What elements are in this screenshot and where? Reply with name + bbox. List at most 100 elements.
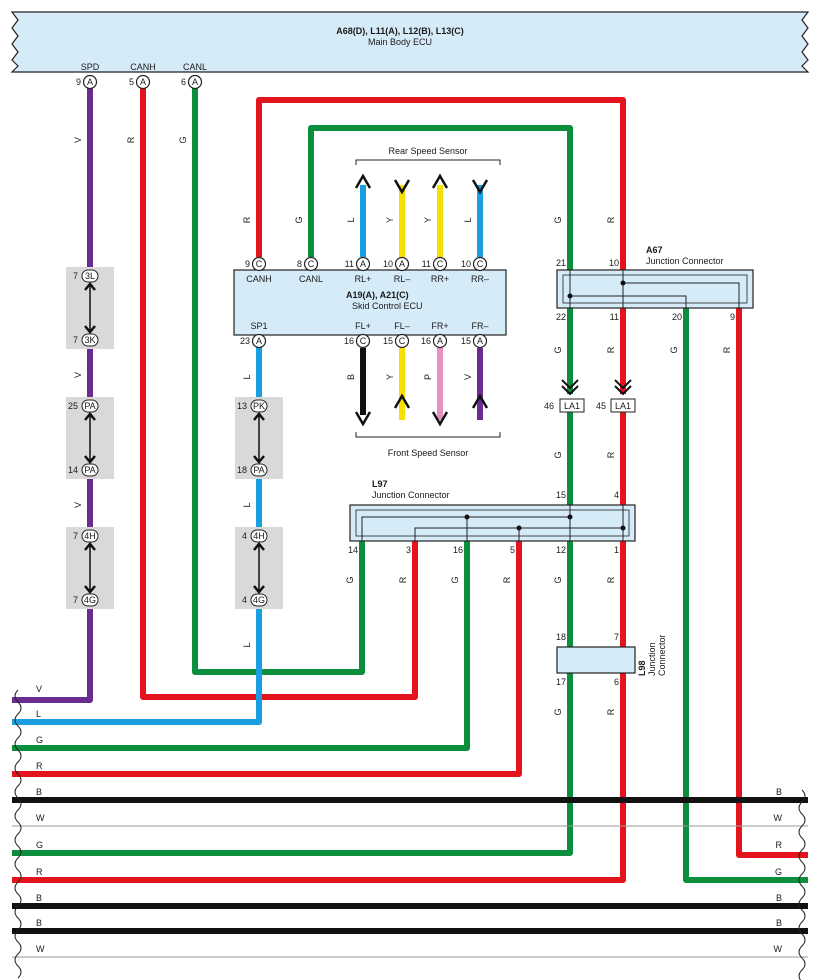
skid-bottom-pin-num: 15 bbox=[461, 336, 471, 346]
main-ecu-pin-num: 6 bbox=[181, 77, 186, 87]
skid-ecu-subtitle: Skid Control ECU bbox=[352, 301, 423, 311]
main-ecu-pin-circle bbox=[187, 74, 203, 90]
skid-top-pin-num: 10 bbox=[461, 259, 471, 269]
wire-red-skid-canh bbox=[256, 97, 626, 270]
wire-color-code: G bbox=[553, 576, 563, 583]
bus-label-right: B bbox=[776, 918, 782, 928]
a67-bottom-pin: 11 bbox=[610, 312, 619, 322]
skid-bottom-pin-conn: C bbox=[360, 336, 367, 346]
chevron-up-icon bbox=[84, 412, 96, 421]
skid-bottom-pin-circle bbox=[472, 333, 488, 349]
skid-bottom-pin-num: 16 bbox=[344, 336, 354, 346]
front-sensor-bracket: Front Speed Sensor bbox=[355, 432, 501, 458]
chevron-down-icon bbox=[253, 455, 265, 464]
skid-bottom-pin-conn: C bbox=[399, 336, 406, 346]
wire-color-code: P bbox=[423, 374, 433, 380]
inline-mid-pin-shape bbox=[250, 529, 268, 543]
chevron-down-icon bbox=[84, 455, 96, 464]
bus-label-left: G bbox=[36, 735, 43, 745]
wire-color-code: G bbox=[669, 346, 679, 353]
skid-bottom-pin-num: 16 bbox=[421, 336, 431, 346]
main-ecu-pin-conn: A bbox=[192, 77, 198, 87]
a67-bottom-pin: 9 bbox=[730, 312, 735, 322]
wire-blue-sp1 bbox=[12, 345, 262, 725]
wire-color-code: G bbox=[553, 708, 563, 715]
skid-top-pin-conn: A bbox=[360, 259, 366, 269]
l97-bottom-pin: 12 bbox=[556, 545, 566, 555]
main-ecu-pin-conn: A bbox=[87, 77, 93, 87]
wire-color-code: G bbox=[553, 346, 563, 353]
skid-top-pin-circle bbox=[303, 256, 319, 272]
bus-label-right: R bbox=[776, 840, 783, 850]
wire-color-code: R bbox=[606, 346, 616, 353]
l97-top-pin: 15 bbox=[556, 490, 566, 500]
a67-bottom-pin: 22 bbox=[556, 312, 566, 322]
skid-bottom-pin-label: SP1 bbox=[250, 321, 267, 331]
a67-junction-connector: A67 Junction Connector bbox=[556, 245, 754, 309]
bus-label-left: G bbox=[36, 840, 43, 850]
wire-color-code: G bbox=[450, 576, 460, 583]
wires bbox=[12, 88, 808, 958]
wire-red-a67-9 bbox=[736, 308, 808, 858]
wire-color-code: G bbox=[553, 216, 563, 223]
skid-top-pin-num: 11 bbox=[422, 259, 431, 269]
skid-top-pin-label: CANH bbox=[246, 274, 272, 284]
wire-color-code: R bbox=[126, 136, 136, 143]
l97-bottom-pin: 5 bbox=[510, 545, 515, 555]
inline-left-num: 7 bbox=[73, 595, 78, 605]
la1-left-connector: LA1 bbox=[564, 401, 580, 411]
skid-top-pin-conn: C bbox=[437, 259, 444, 269]
main-ecu-pin-label: SPD bbox=[81, 62, 100, 72]
wire-green-l97-16 bbox=[12, 540, 470, 751]
inline-left-pin-shape bbox=[81, 333, 99, 347]
arrow-up-icon bbox=[431, 173, 449, 189]
arrow-down-icon bbox=[471, 179, 489, 195]
rear-sensor-arrows bbox=[354, 173, 489, 195]
main-ecu-pin-circle bbox=[82, 74, 98, 90]
chevron-up-icon bbox=[253, 412, 265, 421]
chevron-down-icon bbox=[253, 585, 265, 594]
bus-label-right: B bbox=[776, 893, 782, 903]
bus-label-left: L bbox=[36, 709, 41, 719]
arrow-down-icon bbox=[354, 411, 372, 427]
skid-top-pin-num: 8 bbox=[297, 259, 302, 269]
wire-color-code: R bbox=[606, 708, 616, 715]
wire-color-code: V bbox=[463, 374, 473, 380]
skid-top-pin-circle bbox=[355, 256, 371, 272]
bus-label-right: G bbox=[775, 867, 782, 877]
skid-top-pin-label: RL+ bbox=[355, 274, 372, 284]
arrow-up-icon bbox=[393, 393, 411, 409]
inline-mid-num: 4 bbox=[242, 595, 247, 605]
la1-right-pin: 45 bbox=[596, 401, 606, 411]
skid-control-ecu: A19(A), A21(C) Skid Control ECU bbox=[233, 269, 507, 336]
skid-top-pin-num: 10 bbox=[383, 259, 393, 269]
inline-mid-conn: PK bbox=[253, 401, 265, 411]
wire-color-code: L bbox=[242, 502, 252, 507]
inline-left-num: 14 bbox=[68, 465, 78, 475]
bus-label-right: B bbox=[776, 787, 782, 797]
wire-color-code: Y bbox=[423, 217, 433, 223]
wire-color-code: R bbox=[606, 451, 616, 458]
wire-color-code: R bbox=[606, 216, 616, 223]
la1-right-connector: LA1 bbox=[615, 401, 631, 411]
l98-junction-connector: L98 Junction Connector bbox=[556, 634, 667, 676]
skid-bottom-pin-circle bbox=[394, 333, 410, 349]
skid-bottom-pin-circle bbox=[432, 333, 448, 349]
wire-red-l98-6 bbox=[12, 673, 626, 883]
wire-color-code: L bbox=[346, 217, 356, 222]
l97-top-pin: 4 bbox=[614, 490, 619, 500]
inline-left-pin-shape bbox=[81, 529, 99, 543]
skid-top-pin-conn: C bbox=[308, 259, 315, 269]
wire-color-code: G bbox=[294, 216, 304, 223]
l98-title: L98 bbox=[637, 660, 647, 676]
main-ecu-pin-circle bbox=[135, 74, 151, 90]
l97-bottom-pin: 1 bbox=[614, 545, 619, 555]
skid-top-pin-circle bbox=[432, 256, 448, 272]
inline-left-num: 7 bbox=[73, 271, 78, 281]
chevron-up-icon bbox=[253, 542, 265, 551]
l98-subtitle-line1: Junction bbox=[647, 642, 657, 676]
bus-label-left: W bbox=[36, 813, 45, 823]
skid-top-pin-conn: C bbox=[256, 259, 263, 269]
skid-top-pin-conn: C bbox=[477, 259, 484, 269]
skid-bottom-pin-num: 23 bbox=[240, 336, 250, 346]
